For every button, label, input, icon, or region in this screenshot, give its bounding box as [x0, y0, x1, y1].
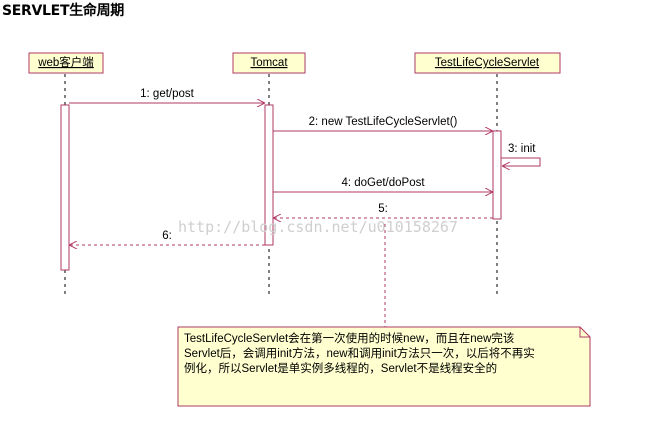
watermark: http://blog.csdn.net/u010158267 — [178, 218, 458, 236]
message-1-label: 1: get/post — [140, 88, 195, 100]
actor-web-client-label: web客户端 — [37, 55, 94, 69]
actor-servlet-label: TestLifeCycleServlet — [435, 57, 540, 69]
message-5-label: 5: — [378, 203, 388, 215]
activation-servlet — [492, 130, 502, 220]
note-line-3: 例化，所以Servlet是单实例多线程的，Servlet不是线程安全的 — [184, 361, 497, 375]
note-line-1: TestLifeCycleServlet会在第一次使用的时候new，而且在new… — [184, 331, 514, 345]
message-2-label: 2: new TestLifeCycleServlet() — [309, 116, 458, 128]
actor-tomcat-label: Tomcat — [250, 57, 288, 69]
activation-web-client — [60, 104, 70, 271]
message-6-label: 6: — [162, 230, 172, 242]
note-line-2: Servlet后，会调用init方法，new和调用init方法只一次，以后将不再… — [184, 346, 535, 360]
activation-tomcat — [264, 104, 274, 246]
message-4-label: 4: doGet/doPost — [341, 177, 425, 189]
page-title: SERVLET生命周期 — [2, 3, 124, 19]
actor-servlet: TestLifeCycleServlet — [414, 52, 561, 74]
note-box: TestLifeCycleServlet会在第一次使用的时候new，而且在new… — [177, 326, 591, 407]
message-3-arrow — [501, 157, 541, 166]
actor-tomcat: Tomcat — [232, 52, 306, 74]
actor-web-client: web客户端 — [28, 52, 104, 74]
message-3-label: 3: init — [508, 143, 536, 155]
